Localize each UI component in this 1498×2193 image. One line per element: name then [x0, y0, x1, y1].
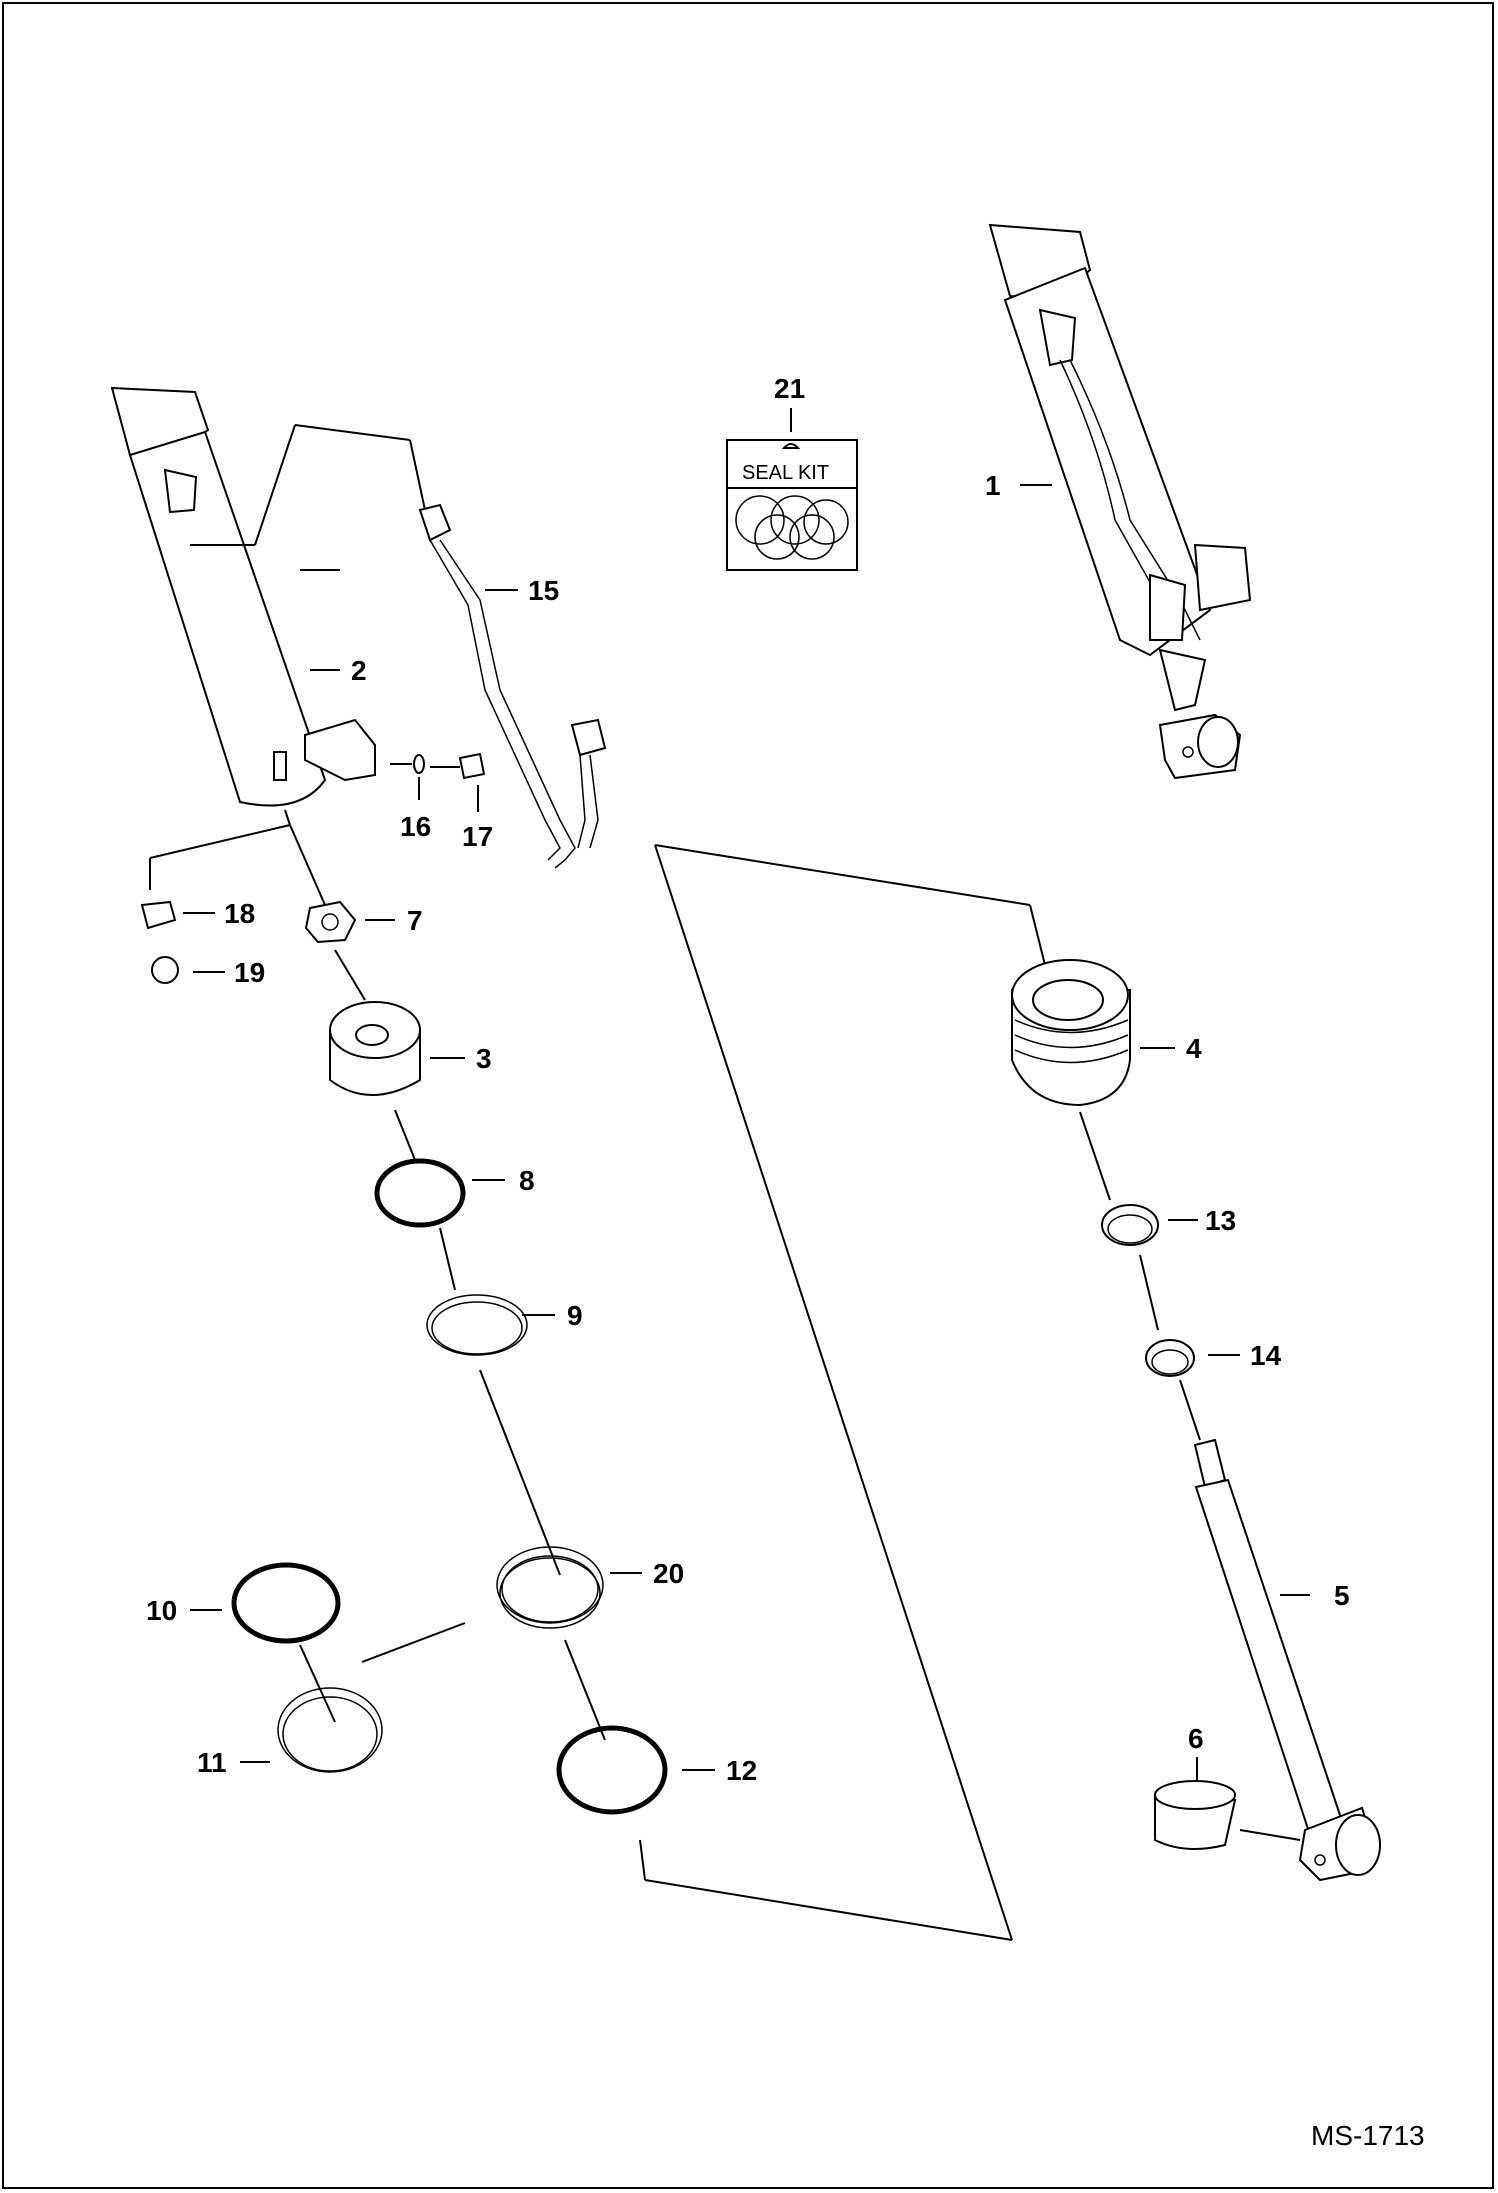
drawing-number: MS-1713	[1311, 2120, 1425, 2151]
callout-19: 19	[234, 957, 265, 988]
o-ring-part-16	[413, 754, 425, 774]
callout-8: 8	[519, 1165, 535, 1196]
callout-21: 21	[774, 373, 805, 404]
callout-2: 2	[351, 655, 367, 686]
ring-part-9	[426, 1294, 528, 1356]
callout-7: 7	[407, 905, 423, 936]
seal-part-13	[1101, 1204, 1159, 1246]
rod-part-5	[1193, 1438, 1381, 1882]
plug-part-17	[458, 752, 486, 780]
nut-part-19	[151, 956, 179, 984]
nut-part-7	[304, 900, 357, 944]
o-ring-part-10	[231, 1562, 341, 1644]
callout-3: 3	[476, 1043, 492, 1074]
callout-6: 6	[1188, 1723, 1204, 1754]
cylinder-assembly-part-1	[988, 223, 1252, 780]
callout-9: 9	[567, 1300, 583, 1331]
wiper-part-14	[1145, 1339, 1195, 1377]
clamp-part-18	[140, 900, 177, 930]
tube-line-part-15	[418, 503, 607, 869]
seal-kit-label: SEAL KIT	[742, 462, 829, 484]
callout-11: 11	[197, 1747, 227, 1778]
callout-18: 18	[224, 898, 255, 929]
barrel-part-2	[110, 386, 376, 807]
callout-20: 20	[653, 1558, 684, 1589]
o-ring-part-12	[556, 1725, 668, 1815]
callout-15: 15	[528, 575, 559, 606]
callout-10: 10	[146, 1595, 177, 1626]
rod-guide-part-4	[1011, 959, 1131, 1107]
callout-14: 14	[1250, 1340, 1282, 1371]
callout-1: 1	[985, 470, 1001, 501]
callout-13: 13	[1205, 1205, 1236, 1236]
bushing-part-6	[1154, 1780, 1237, 1850]
callout-5: 5	[1334, 1580, 1350, 1611]
o-ring-part-8	[374, 1158, 466, 1228]
callout-12: 12	[726, 1755, 757, 1786]
seal-kit-part-21: 21 SEAL KIT	[726, 373, 858, 571]
piston-part-3	[329, 1001, 421, 1096]
callout-16: 16	[400, 811, 431, 842]
callout-17: 17	[462, 821, 493, 852]
callout-4: 4	[1186, 1033, 1202, 1064]
seal-ring-icon	[735, 495, 785, 545]
wear-ring-part-20	[496, 1546, 604, 1624]
ring-part-11	[277, 1687, 383, 1773]
